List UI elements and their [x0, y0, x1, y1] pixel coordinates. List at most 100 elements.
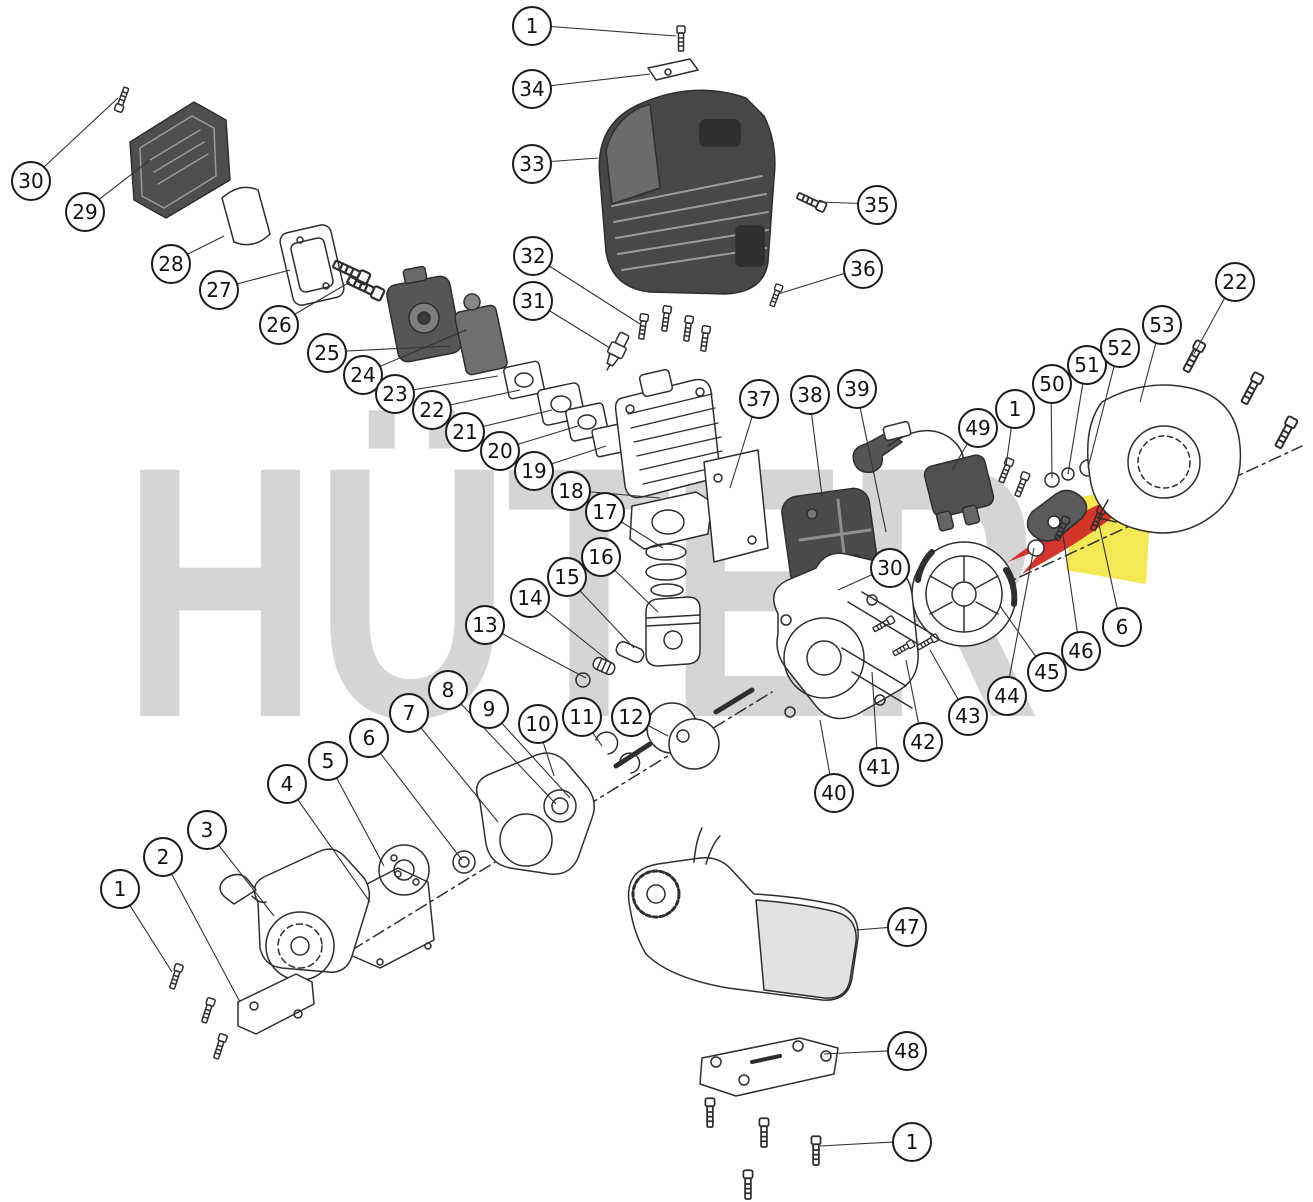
callout-balloon-40: 40: [814, 773, 854, 813]
piston-part: [645, 596, 701, 667]
callout-balloon-9: 9: [469, 689, 509, 729]
callout-balloon-37: 37: [739, 379, 779, 419]
leader-line: [1061, 527, 1081, 651]
callout-balloon-26: 26: [259, 305, 299, 345]
callout-balloon-22: 22: [1215, 262, 1255, 302]
callout-balloon-27: 27: [199, 270, 239, 310]
callout-balloon-22: 22: [412, 390, 452, 430]
callout-balloon-35: 35: [857, 185, 897, 225]
retainer-clip-part: [619, 752, 641, 774]
mount-bracket-part: [237, 973, 315, 1035]
intake-spacer-part: [536, 382, 631, 458]
air-filter-element-part: [221, 186, 271, 246]
callout-balloon-23: 23: [375, 374, 415, 414]
leader-line: [1005, 547, 1035, 696]
callout-balloon-47: 47: [887, 907, 927, 947]
crankcase-part: [773, 552, 919, 720]
washer-part: [1027, 539, 1045, 557]
callout-balloon-45: 45: [1027, 652, 1067, 692]
callout-balloon-43: 43: [948, 696, 988, 736]
carburetor-gasket-part: [454, 293, 545, 400]
leader-line: [855, 387, 887, 533]
callout-balloon-12: 12: [611, 697, 651, 737]
ignition-coil-part: [923, 454, 995, 532]
callout-balloon-1: 1: [512, 6, 552, 46]
callout-balloon-2: 2: [143, 837, 183, 877]
leader-line: [446, 688, 557, 805]
retainer-clip-part: [595, 731, 619, 755]
air-filter-base-part: [279, 224, 345, 306]
callout-balloon-1: 1: [995, 389, 1035, 429]
callout-balloon-19: 19: [514, 451, 554, 491]
callout-balloon-17: 17: [585, 492, 625, 532]
leader-line: [161, 855, 241, 1003]
callout-balloon-30: 30: [870, 548, 910, 588]
crankshaft-part: [613, 687, 755, 770]
callout-balloon-11: 11: [562, 697, 602, 737]
oil-seal-part: [452, 850, 476, 874]
callout-balloon-53: 53: [1142, 305, 1182, 345]
callout-balloon-39: 39: [837, 369, 877, 409]
callout-balloon-14: 14: [510, 578, 550, 618]
spark-plug-cap-part: [852, 431, 903, 474]
crankcase-half-part: [475, 752, 595, 875]
cylinder-gasket-part: [629, 491, 713, 550]
callout-balloon-3: 3: [187, 810, 227, 850]
cover-plate-part: [647, 58, 699, 81]
callout-balloon-34: 34: [512, 69, 552, 109]
callout-balloon-28: 28: [151, 244, 191, 284]
callout-balloon-5: 5: [308, 741, 348, 781]
callout-balloon-32: 32: [513, 236, 553, 276]
callout-balloon-31: 31: [513, 281, 553, 321]
callout-balloon-1: 1: [100, 869, 140, 909]
callout-balloon-29: 29: [65, 192, 105, 232]
callout-balloon-10: 10: [518, 704, 558, 744]
clutch-part: [1026, 489, 1088, 542]
callout-balloon-16: 16: [581, 537, 621, 577]
callout-balloon-50: 50: [1032, 364, 1072, 404]
piston-pin-part: [615, 641, 645, 663]
callout-balloon-49: 49: [958, 408, 998, 448]
fuel-tank-part: [627, 827, 859, 1001]
callout-balloon-4: 4: [267, 764, 307, 804]
callout-balloon-38: 38: [790, 375, 830, 415]
callout-balloon-36: 36: [843, 249, 883, 289]
recoil-starter-part: [253, 848, 371, 981]
fan-cover-part: [1086, 384, 1242, 534]
air-filter-cover-part: [129, 101, 231, 219]
callout-balloon-13: 13: [465, 605, 505, 645]
callout-balloon-6: 6: [1102, 607, 1142, 647]
flywheel-part: [911, 541, 1018, 647]
leader-line: [530, 24, 677, 37]
callout-balloon-33: 33: [512, 144, 552, 184]
callout-balloon-1: 1: [892, 1122, 932, 1162]
leader-line: [367, 736, 463, 861]
callout-balloon-52: 52: [1100, 328, 1140, 368]
engine-cover-part: [598, 89, 776, 295]
spark-plug-part: [606, 331, 630, 371]
callout-balloon-44: 44: [987, 676, 1027, 716]
callout-balloon-18: 18: [551, 471, 591, 511]
callout-balloon-41: 41: [859, 747, 899, 787]
callout-balloon-6: 6: [349, 718, 389, 758]
callout-balloon-51: 51: [1067, 345, 1107, 385]
callout-balloon-20: 20: [480, 431, 520, 471]
leader-line: [407, 711, 499, 823]
piston-rings-part: [645, 543, 687, 597]
callout-balloon-30: 30: [11, 161, 51, 201]
callout-balloon-25: 25: [307, 333, 347, 373]
callout-balloon-42: 42: [903, 722, 943, 762]
pin-clip-part: [575, 672, 591, 688]
callout-balloon-8: 8: [428, 670, 468, 710]
needle-bearing-part: [592, 656, 616, 676]
callout-balloon-48: 48: [887, 1031, 927, 1071]
callout-balloon-7: 7: [389, 693, 429, 733]
leader-line: [285, 782, 371, 903]
callout-balloon-46: 46: [1061, 631, 1101, 671]
callout-balloon-21: 21: [445, 412, 485, 452]
muffler-plate-part: [703, 449, 769, 563]
stud-bolts-part: [841, 591, 940, 709]
callout-balloon-15: 15: [547, 557, 587, 597]
